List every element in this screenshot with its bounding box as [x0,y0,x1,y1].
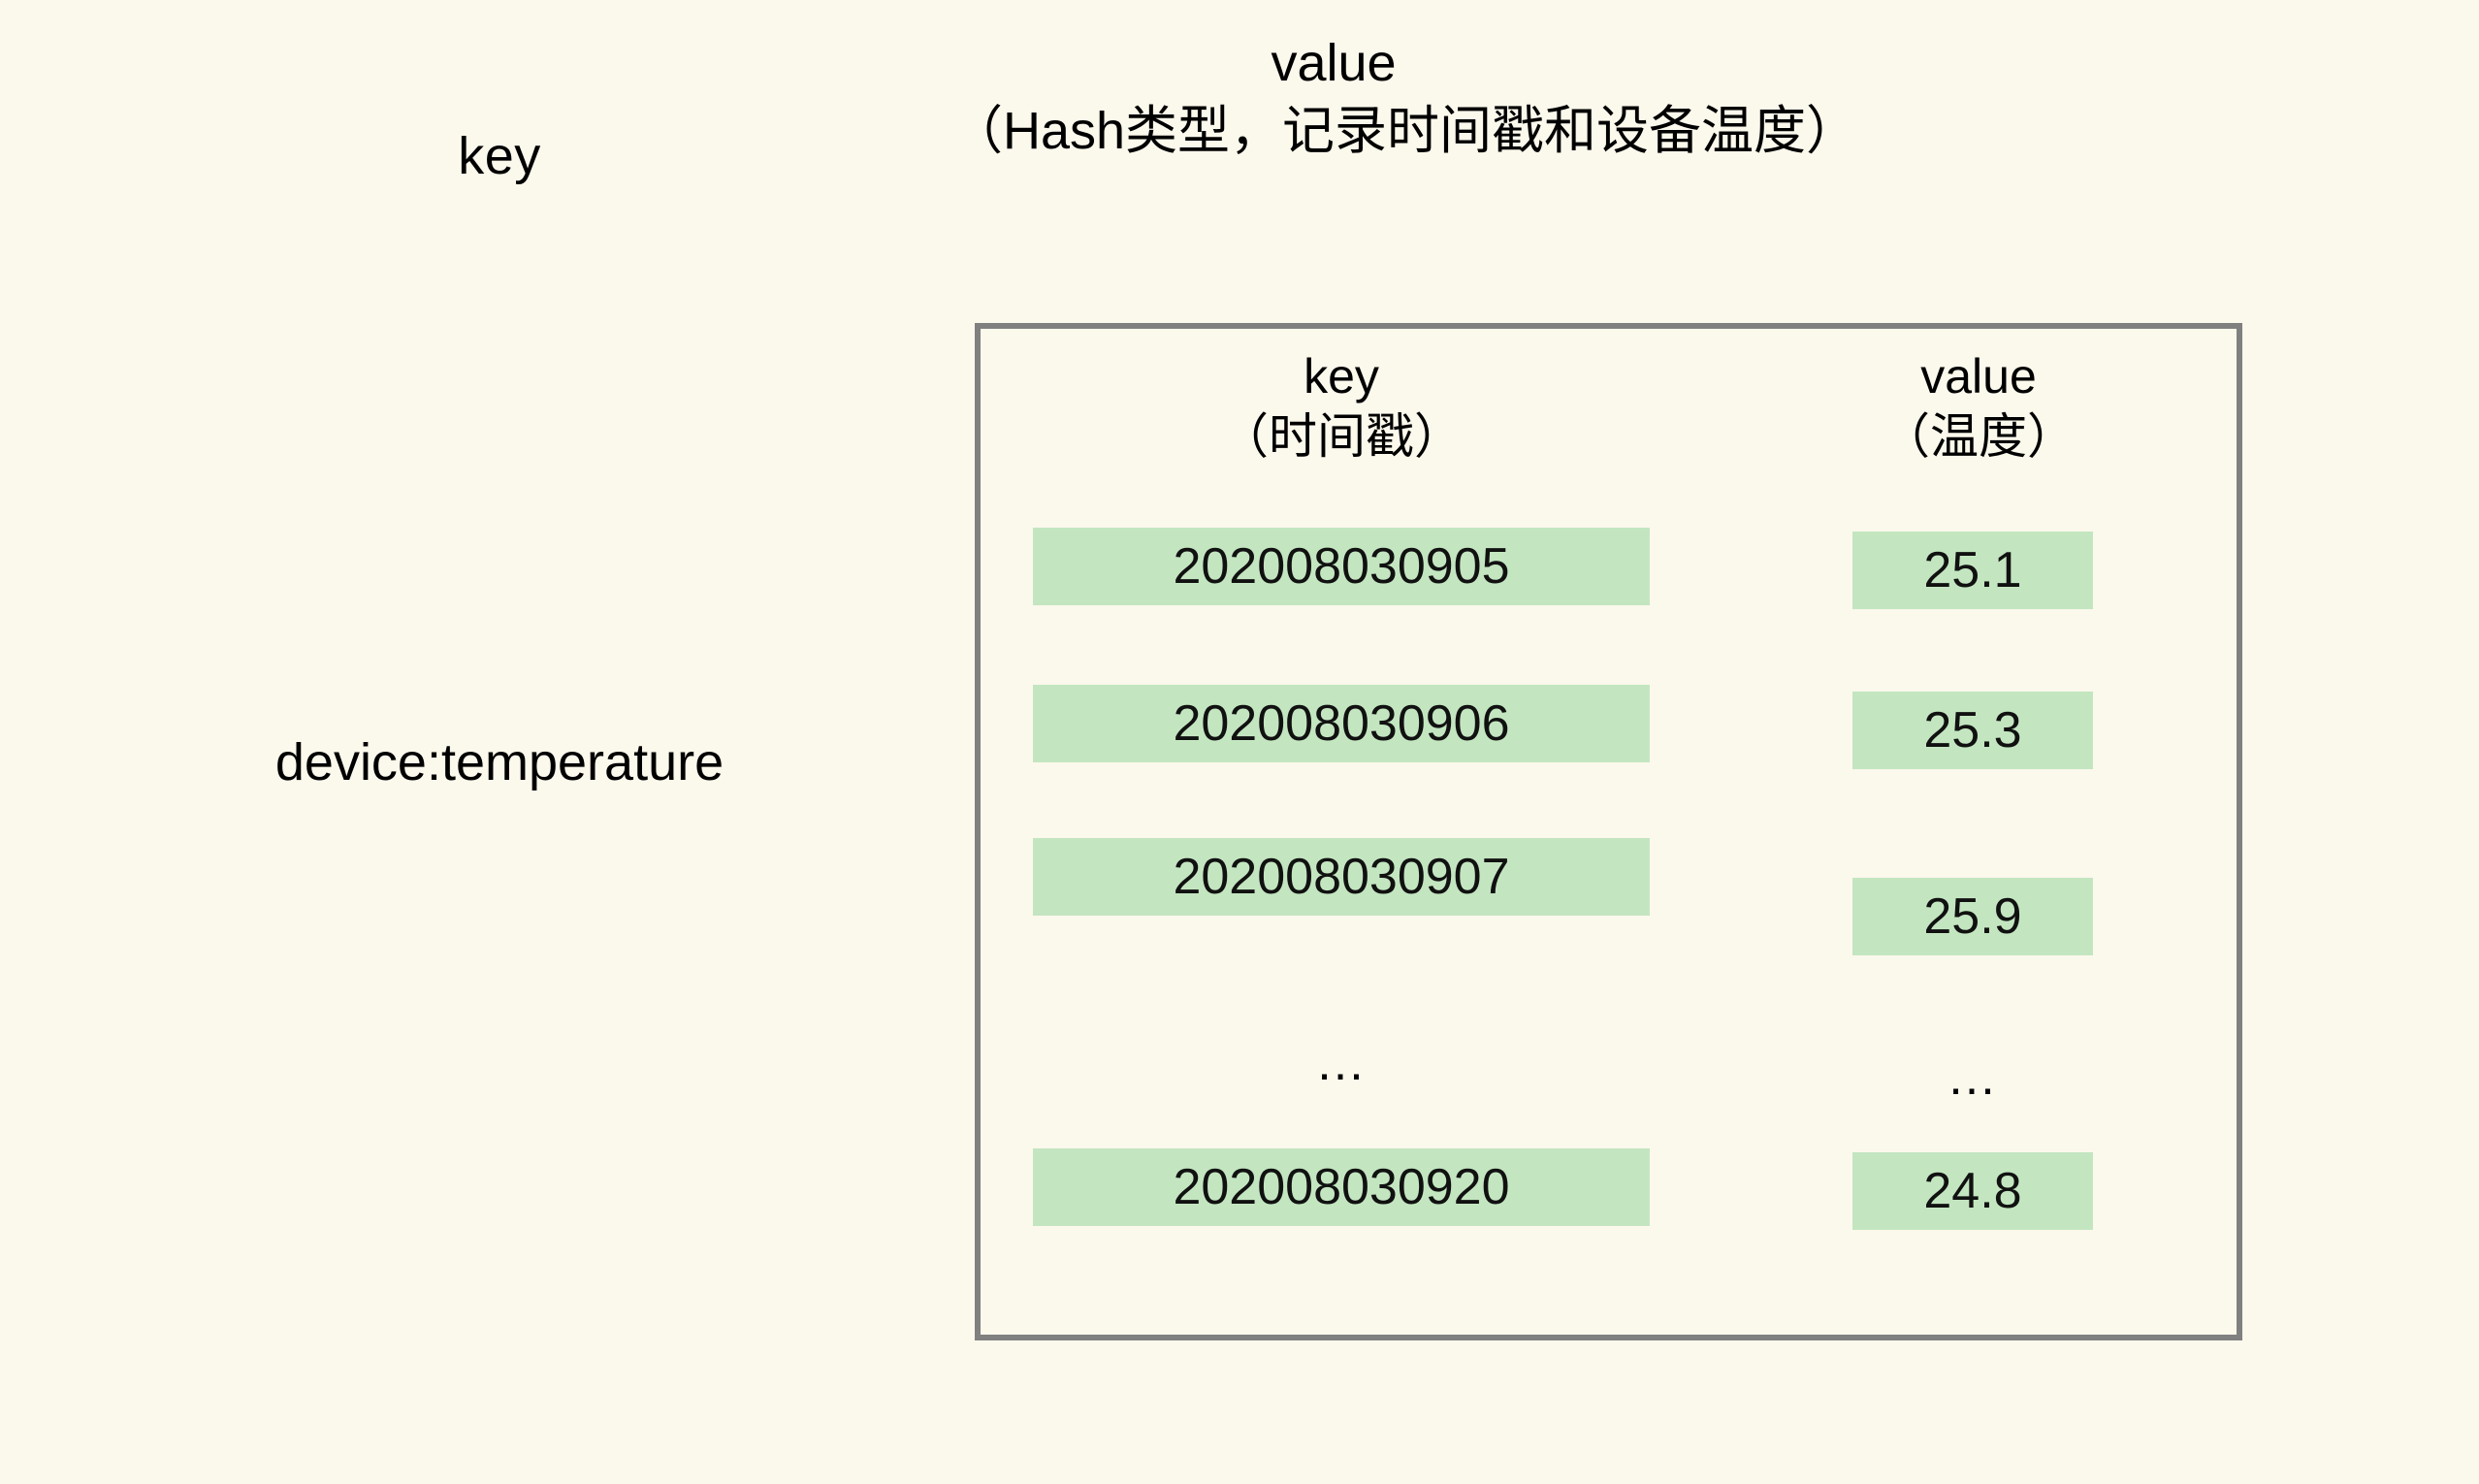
column-header-key-title: key [1304,349,1379,403]
top-caption-key: key [0,122,999,190]
hash-value-box [975,323,2242,1340]
hash-field-ellipsis: … [1315,1035,1368,1091]
hash-value-cell: 24.8 [1852,1152,2093,1230]
column-header-key-subtitle: （时间戳） [1220,409,1463,464]
hash-value-cell: 25.9 [1852,878,2093,955]
top-caption-value: value （Hash类型，记录时间戳和设备温度） [950,29,1859,165]
top-caption-value-sublabel: （Hash类型，记录时间戳和设备温度） [950,102,1859,160]
hash-value-cell: 25.3 [1852,692,2093,769]
hash-field-cell: 202008030907 [1033,838,1650,916]
top-caption-value-label: value [1271,34,1397,92]
column-header-key: key （时间戳） [1033,346,1650,467]
hash-field-cell: 202008030920 [1033,1148,1650,1226]
hash-value-ellipsis: … [1947,1049,1999,1106]
key-name-label: device:temperature [274,733,724,791]
column-header-value: value （温度） [1833,346,2124,467]
hash-field-cell: 202008030906 [1033,685,1650,762]
top-caption-key-label: key [458,127,541,185]
column-header-value-subtitle: （温度） [1882,409,2076,464]
hash-value-cell: 25.1 [1852,532,2093,609]
column-header-value-title: value [1920,349,2037,403]
hash-field-cell: 202008030905 [1033,528,1650,605]
